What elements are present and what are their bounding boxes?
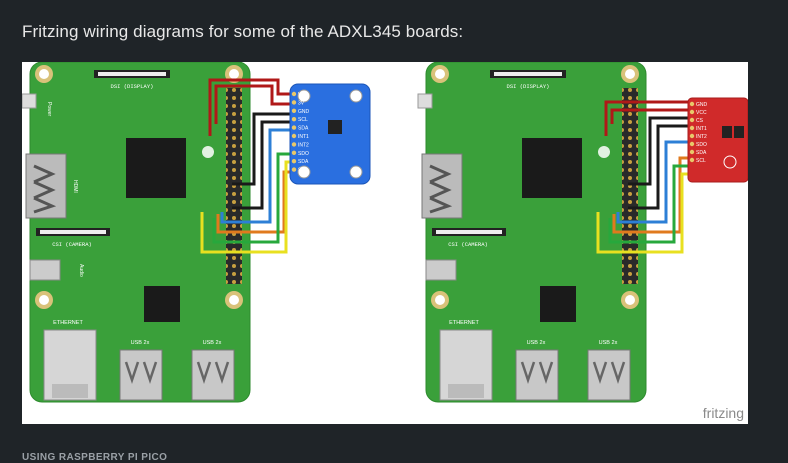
pi-right-labels: DSI (DISPLAY) CSI (CAMERA) ETHERNET USB … — [448, 83, 617, 346]
wiring-diagram-image: DSI (DISPLAY) Power HDMI CSI (CAMERA) Au… — [22, 62, 748, 424]
hdmi-label: HDMI — [72, 180, 78, 193]
fritzing-watermark: fritzing — [703, 405, 744, 421]
adxl345-blue-breakout — [289, 83, 371, 185]
sensor-pin-label: INT1 — [696, 126, 707, 132]
ethernet-label-right: ETHERNET — [449, 320, 479, 326]
wires-left — [200, 78, 292, 254]
sensor-pin-label: INT2 — [298, 142, 309, 148]
sensor-pin-label: SDA — [696, 150, 707, 156]
sensor-pin-dot — [689, 133, 695, 139]
sensor-pin-label: SDA — [298, 159, 309, 165]
sensor-pin-dot — [689, 101, 695, 107]
wires-right — [596, 100, 694, 254]
sensor-pin-dot — [689, 109, 695, 115]
sensor-pin-dot — [291, 108, 297, 113]
sensor-pin-dot — [689, 157, 695, 163]
sensor-pin-label: GND — [696, 102, 708, 108]
sensor-pin-label: SDO — [298, 151, 309, 157]
section-heading: Fritzing wiring diagrams for some of the… — [22, 22, 464, 41]
dsi-label-right: DSI (DISPLAY) — [507, 83, 550, 90]
sensor-pin-label: INT2 — [696, 134, 707, 140]
sensor-pin-label: SCL — [696, 158, 706, 164]
sensor-pin-dot — [291, 150, 297, 155]
sensor-pin-dot — [291, 117, 297, 122]
dsi-label: DSI (DISPLAY) — [111, 83, 154, 90]
sensor-pin-dot — [689, 125, 695, 131]
sensor-pin-label: 3V — [298, 100, 305, 106]
sensor-pin-label: SDA — [298, 126, 309, 132]
sensor-pin-label: SCL — [298, 117, 308, 123]
raspberry-pi-board-right — [417, 62, 647, 403]
ethernet-label: ETHERNET — [53, 320, 83, 326]
usb1-label-right: USB 2x — [527, 340, 546, 346]
sensor-pin-dot — [689, 149, 695, 155]
raspberry-pi-board-left: DSI (DISPLAY) Power HDMI CSI (CAMERA) Au… — [22, 62, 251, 403]
sensor-pin-dot — [291, 125, 297, 130]
sensor-pin-dot — [689, 141, 695, 147]
sensor-pin-label: VCC — [696, 110, 707, 116]
sensor-pin-dot — [291, 91, 297, 97]
sensor-pin-dot — [689, 117, 695, 123]
usb2-label: USB 2x — [203, 340, 222, 346]
csi-label-right: CSI (CAMERA) — [448, 241, 488, 248]
sensor-pin-dot — [291, 133, 297, 139]
sensor-pin-label: VIN — [298, 92, 307, 98]
audio-label: Audio — [78, 264, 84, 277]
usb2-label-right: USB 2x — [599, 340, 618, 346]
sensor-pin-label: SCL — [298, 168, 308, 174]
sensor-pin-label: GND — [298, 109, 310, 115]
csi-label: CSI (CAMERA) — [52, 241, 92, 248]
sensor-pin-dot — [291, 100, 297, 105]
sensor-pin-dot — [291, 167, 297, 172]
usb1-label: USB 2x — [131, 340, 150, 346]
sensor-pin-dot — [291, 142, 297, 147]
next-section-heading: USING RASPBERRY PI PICO — [22, 452, 168, 463]
power-label: Power — [46, 102, 52, 117]
sensor-pin-label: SDO — [696, 142, 707, 148]
sensor-pin-label: CS — [696, 118, 704, 124]
sensor-pin-label: INT1 — [298, 134, 309, 140]
sensor-pin-dot — [291, 159, 297, 164]
adxl345-red-breakout — [687, 97, 748, 183]
